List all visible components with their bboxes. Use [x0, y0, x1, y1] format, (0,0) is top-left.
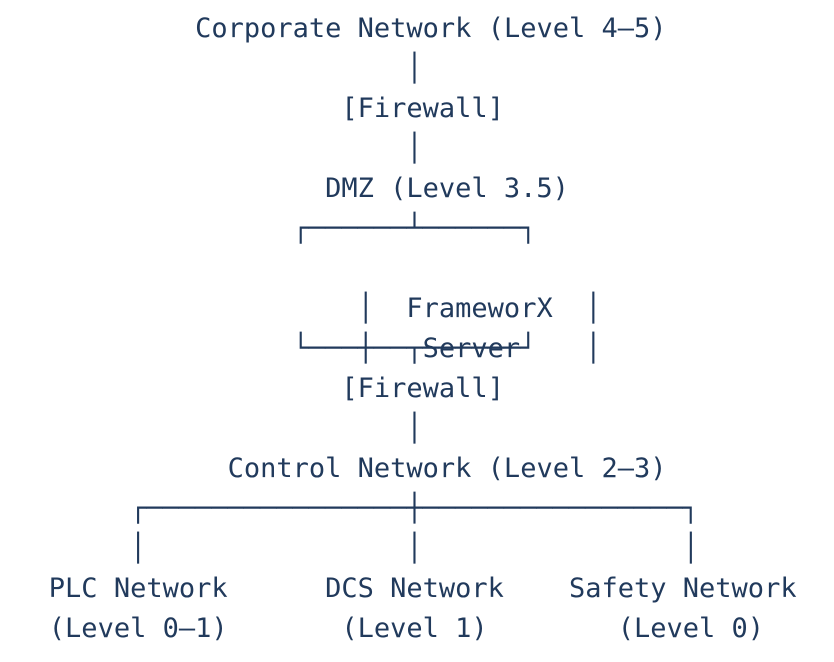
branch-drop-center: │: [406, 533, 423, 564]
dmz-label: DMZ (Level 3.5): [325, 173, 569, 204]
server-box-left-border: │: [357, 333, 374, 364]
dcs-network-label: DCS Network: [325, 573, 504, 604]
safety-network-level: (Level 0): [617, 613, 764, 644]
connector-corporate-to-firewall: │: [406, 53, 423, 84]
server-box-top-border: ┌──────┴──────┐: [292, 213, 537, 244]
server-box-right-border: │: [585, 293, 602, 324]
safety-network-label: Safety Network: [569, 573, 797, 604]
server-box-right-border: │: [585, 333, 602, 364]
plc-network-level: (Level 0–1): [48, 613, 228, 644]
branch-drop-right: │: [682, 533, 700, 564]
control-network-label: Control Network (Level 2–3): [227, 453, 667, 484]
corporate-network-label: Corporate Network (Level 4–5): [195, 13, 667, 44]
firewall-lower-label: [Firewall]: [341, 373, 504, 404]
plc-network-label: PLC Network: [48, 573, 228, 604]
connector-firewall-to-control: │: [406, 413, 423, 444]
server-label: Server: [373, 333, 586, 364]
firewall-upper-label: [Firewall]: [341, 93, 504, 124]
branch-drop-left: │: [130, 533, 147, 564]
server-box-row-1: │ FrameworX │: [293, 249, 602, 324]
frameworx-label: FrameworX: [373, 293, 586, 324]
dcs-network-level: (Level 1): [341, 613, 488, 644]
server-box-left-border: │: [357, 293, 374, 324]
branch-line: ┌────────────────┼────────────────┐: [130, 493, 699, 524]
server-box-row-2: │ Server │: [293, 289, 602, 364]
server-box-bottom-border: └──────┬──────┘: [292, 333, 537, 364]
connector-firewall-to-dmz: │: [406, 133, 423, 164]
